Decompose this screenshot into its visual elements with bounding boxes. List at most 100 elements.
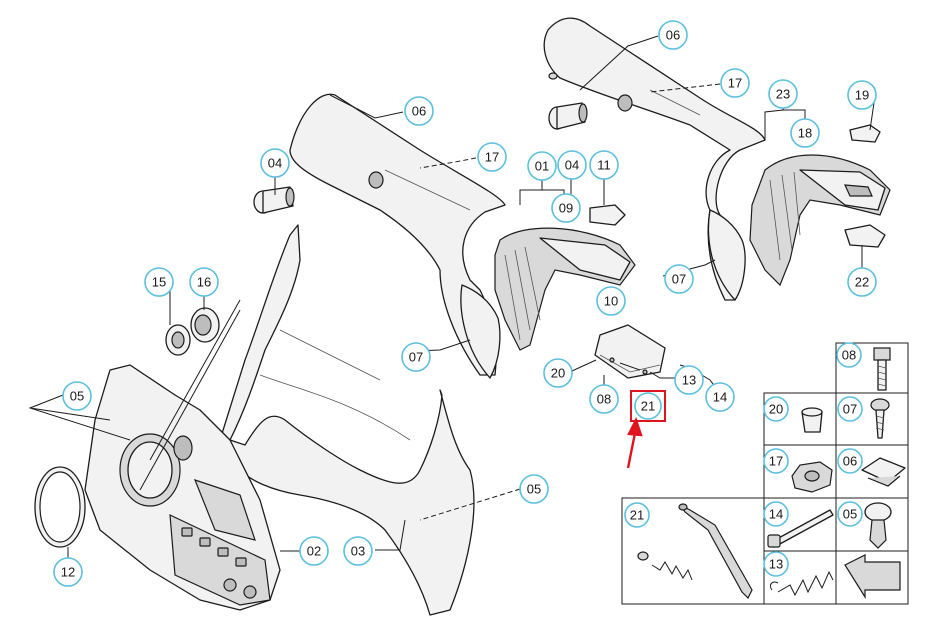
cap-11 xyxy=(589,204,626,226)
arrow-icon xyxy=(844,554,901,600)
svg-text:22: 22 xyxy=(855,275,869,290)
callout-03[interactable]: 03 xyxy=(343,536,373,566)
svg-text:07: 07 xyxy=(409,350,423,365)
switch-row xyxy=(181,527,257,599)
speaker-ring-12 xyxy=(34,466,86,548)
callout-10[interactable]: 10 xyxy=(596,286,626,316)
svg-text:05: 05 xyxy=(843,507,857,522)
table-callout-06[interactable]: 06 xyxy=(837,448,863,474)
svg-text:18: 18 xyxy=(798,126,812,141)
svg-text:17: 17 xyxy=(728,76,742,91)
svg-text:11: 11 xyxy=(597,158,611,173)
assembly-21 xyxy=(637,503,753,600)
callout-15[interactable]: 15 xyxy=(144,267,174,297)
callout-04-left[interactable]: 04 xyxy=(260,148,290,178)
cap-22 xyxy=(844,224,886,248)
svg-text:23: 23 xyxy=(776,87,790,102)
callout-14[interactable]: 14 xyxy=(705,382,735,412)
svg-text:07: 07 xyxy=(672,272,686,287)
svg-text:06: 06 xyxy=(412,104,426,119)
callout-08[interactable]: 08 xyxy=(589,384,619,414)
svg-text:13: 13 xyxy=(682,373,696,388)
svg-text:20: 20 xyxy=(769,402,783,417)
svg-text:04: 04 xyxy=(565,158,579,173)
callout-20[interactable]: 20 xyxy=(543,358,573,388)
grommets-15-16 xyxy=(165,307,220,356)
svg-text:01: 01 xyxy=(535,159,549,174)
screw-07 xyxy=(870,398,890,439)
callout-12[interactable]: 12 xyxy=(53,557,83,587)
svg-text:04: 04 xyxy=(268,156,282,171)
callout-11[interactable]: 11 xyxy=(589,150,619,180)
lid-10 xyxy=(594,324,666,379)
plug-04-upper xyxy=(548,102,588,130)
svg-text:19: 19 xyxy=(855,88,869,103)
spring-13 xyxy=(769,570,834,597)
svg-text:15: 15 xyxy=(152,275,166,290)
lower-side-trim xyxy=(219,224,475,616)
svg-text:09: 09 xyxy=(559,201,573,216)
table-callout-20[interactable]: 20 xyxy=(763,396,789,422)
callout-16[interactable]: 16 xyxy=(189,267,219,297)
table-callout-13[interactable]: 13 xyxy=(763,551,789,577)
svg-text:05: 05 xyxy=(70,389,84,404)
clip-06 xyxy=(861,457,906,487)
middle-trim-panel xyxy=(289,93,506,379)
middle-console xyxy=(494,227,636,351)
callout-21-highlighted[interactable]: 21 xyxy=(634,392,662,420)
callout-06-upper[interactable]: 06 xyxy=(658,20,688,50)
red-pointer-arrow xyxy=(626,416,643,469)
table-callout-14[interactable]: 14 xyxy=(763,501,789,527)
svg-text:12: 12 xyxy=(61,565,75,580)
callout-18[interactable]: 18 xyxy=(790,118,820,148)
svg-text:14: 14 xyxy=(713,390,727,405)
svg-text:13: 13 xyxy=(769,557,783,572)
svg-text:08: 08 xyxy=(597,392,611,407)
table-callout-08[interactable]: 08 xyxy=(836,342,862,368)
table-callout-21[interactable]: 21 xyxy=(624,502,650,528)
svg-text:16: 16 xyxy=(197,275,211,290)
table-callout-07[interactable]: 07 xyxy=(837,396,863,422)
svg-text:21: 21 xyxy=(630,508,644,523)
highlight-box-21 xyxy=(630,390,666,422)
callout-05-lower[interactable]: 05 xyxy=(519,474,549,504)
svg-text:06: 06 xyxy=(843,454,857,469)
svg-text:03: 03 xyxy=(351,544,365,559)
pin-14 xyxy=(767,509,834,548)
table-callout-17[interactable]: 17 xyxy=(763,448,789,474)
callout-17-upper[interactable]: 17 xyxy=(720,68,750,98)
svg-text:05: 05 xyxy=(527,482,541,497)
svg-text:17: 17 xyxy=(769,454,783,469)
svg-text:10: 10 xyxy=(604,294,618,309)
callout-19[interactable]: 19 xyxy=(847,80,877,110)
cap-19 xyxy=(849,124,881,143)
callout-07-middle[interactable]: 07 xyxy=(401,342,431,372)
small-parts-table xyxy=(621,342,909,605)
bolt-08 xyxy=(873,347,891,391)
callout-13[interactable]: 13 xyxy=(674,365,704,395)
table-callout-05[interactable]: 05 xyxy=(837,501,863,527)
callout-04-right[interactable]: 04 xyxy=(557,150,587,180)
svg-text:08: 08 xyxy=(842,348,856,363)
upper-right-console xyxy=(749,154,891,287)
plug-04-left xyxy=(253,186,295,214)
lower-left-dash-panel xyxy=(84,364,281,611)
svg-text:21: 21 xyxy=(641,399,655,414)
svg-text:02: 02 xyxy=(307,544,321,559)
callout-07-upper[interactable]: 07 xyxy=(664,264,694,294)
callout-17-middle[interactable]: 17 xyxy=(477,142,507,172)
svg-text:06: 06 xyxy=(666,28,680,43)
callout-05-left[interactable]: 05 xyxy=(62,381,92,411)
callout-02[interactable]: 02 xyxy=(299,536,329,566)
svg-text:14: 14 xyxy=(769,507,783,522)
callout-22[interactable]: 22 xyxy=(847,267,877,297)
svg-text:20: 20 xyxy=(551,366,565,381)
rivet-05 xyxy=(864,502,892,549)
nut-17 xyxy=(791,461,833,493)
svg-text:07: 07 xyxy=(843,402,857,417)
callout-09[interactable]: 09 xyxy=(551,193,581,223)
callout-06-middle[interactable]: 06 xyxy=(404,96,434,126)
callout-01[interactable]: 01 xyxy=(527,151,557,181)
callout-23[interactable]: 23 xyxy=(768,79,798,109)
